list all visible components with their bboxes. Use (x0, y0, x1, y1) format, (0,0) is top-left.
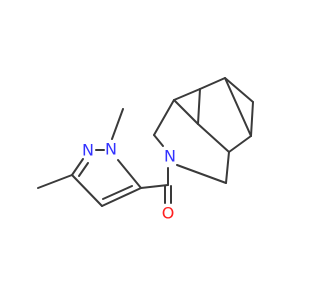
bond-left-up (153, 99, 175, 136)
structure-svg: N N N O (37, 77, 254, 223)
bond-c5-c4-inner (102, 185, 133, 200)
bond-lower-link (225, 151, 230, 184)
bond-top-diagonal (224, 77, 252, 137)
bond-inner-right (197, 123, 230, 153)
bond-n1-c5 (117, 159, 142, 189)
nitrogen-label-n3: N (164, 147, 176, 166)
bond-lower-right-corner (228, 135, 252, 153)
bond-c5-carbonyl (140, 184, 169, 189)
bond-up-bridge (173, 88, 201, 101)
bond-n3-left (153, 134, 164, 147)
nitrogen-label-n2: N (82, 141, 94, 160)
bond-c3-methyl (37, 174, 73, 189)
oxygen-label: O (162, 204, 175, 223)
bond-c4-c3 (71, 174, 103, 207)
bond-right-lower (250, 101, 254, 137)
molecule-diagram: N N N O (37, 77, 254, 223)
bond-c5-c4 (101, 187, 142, 207)
bond-c3-n2 (71, 158, 84, 176)
nitrogen-label-n1: N (105, 140, 117, 159)
bond-c3-n2-inner (78, 162, 89, 177)
bond-bridge-top (199, 77, 226, 90)
bond-n3-bottom (176, 164, 227, 184)
bond-inner-vertical (197, 88, 201, 125)
bond-inner-left (173, 99, 199, 125)
bond-n1-methyl (111, 108, 124, 140)
bond-top-right (224, 77, 254, 103)
